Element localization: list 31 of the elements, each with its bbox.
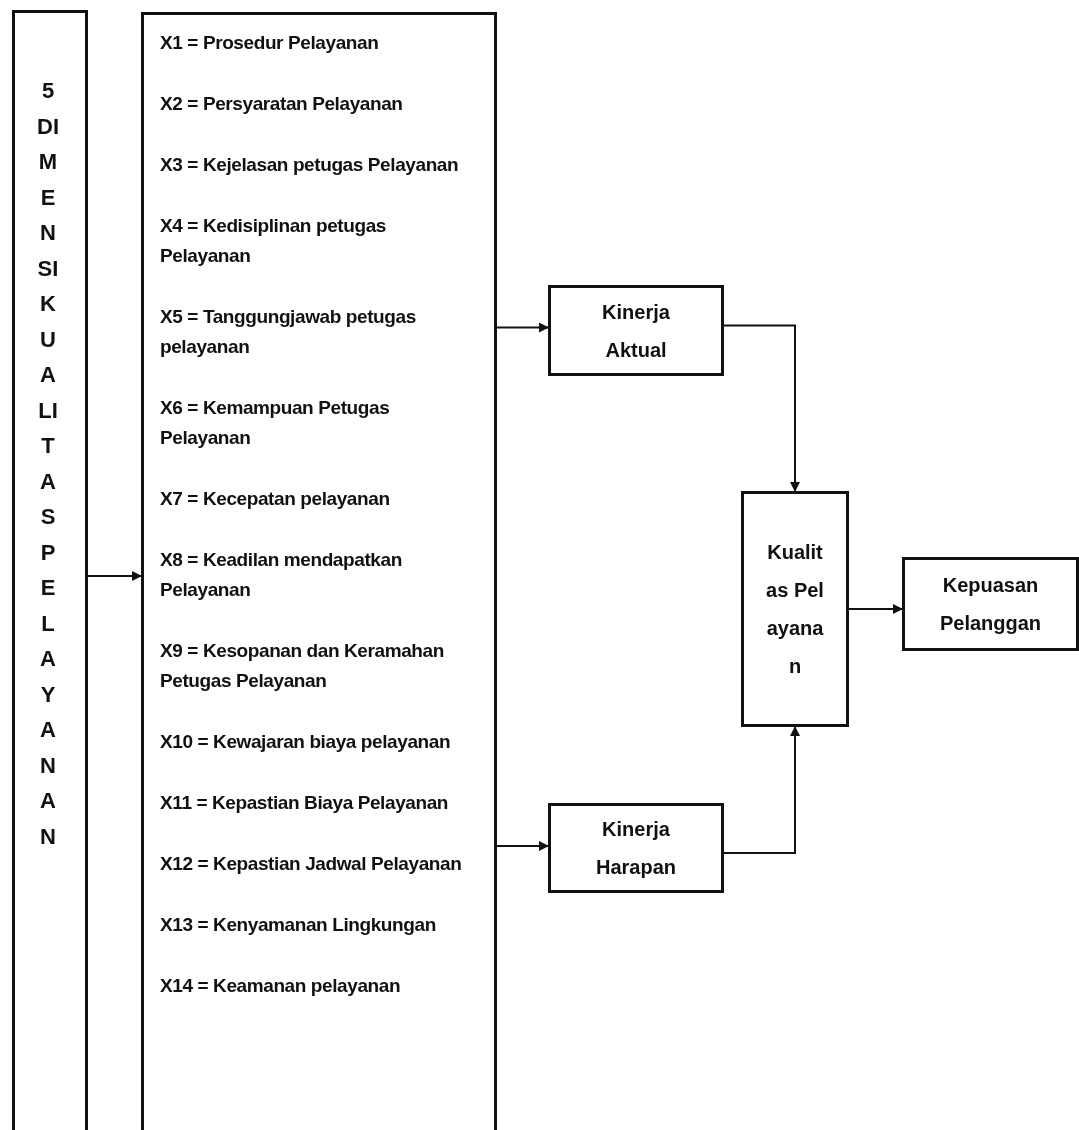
box-label: Kepuasan Pelanggan	[938, 573, 1043, 636]
process-box	[548, 803, 724, 893]
arrow	[723, 324, 800, 492]
vertical-label: 5 DIMENSI KUALITAS PELAYANAN	[37, 77, 59, 851]
list-item: X1 = Prosedur Pelayanan	[160, 31, 380, 55]
list-item: X9 = Kesopanan dan Keramahan Petugas Pelayanan	[160, 639, 445, 693]
box-label: Kinerja Harapan	[595, 817, 677, 880]
process-box	[902, 557, 1079, 651]
list-item: X4 = Kedisiplinan petugas Pelayanan	[160, 214, 387, 268]
list-item: X2 = Persyaratan Pelayanan	[160, 92, 404, 116]
arrow	[723, 726, 800, 854]
list-item: X13 = Kenyamanan Lingkungan	[160, 913, 437, 937]
process-box	[741, 491, 849, 727]
list-item: X3 = Kejelasan petugas Pelayanan	[160, 153, 460, 177]
list-item: X10 = Kewajaran biaya pelayanan	[160, 730, 452, 754]
list-item: X6 = Kemampuan Petugas Pelayanan	[160, 396, 391, 450]
list-item: X14 = Keamanan pelayanan	[160, 974, 402, 998]
process-box	[548, 285, 724, 376]
list-box	[141, 12, 497, 1130]
box-label: Kualitas Pelayanan	[765, 540, 825, 679]
list-item: X8 = Keadilan mendapatkan Pelayanan	[160, 548, 403, 602]
list-item: X11 = Kepastian Biaya Pelayanan	[160, 791, 450, 815]
list-item: X5 = Tanggungjawab petugas pelayanan	[160, 305, 417, 359]
arrow	[848, 604, 903, 614]
vertical-label-box	[12, 10, 88, 1130]
box-label: Kinerja Aktual	[601, 299, 671, 363]
list-item: X12 = Kepastian Jadwal Pelayanan	[160, 852, 463, 876]
arrow	[496, 322, 549, 333]
arrow	[496, 841, 549, 851]
list-item: X7 = Kecepatan pelayanan	[160, 487, 391, 511]
arrow	[87, 571, 142, 581]
